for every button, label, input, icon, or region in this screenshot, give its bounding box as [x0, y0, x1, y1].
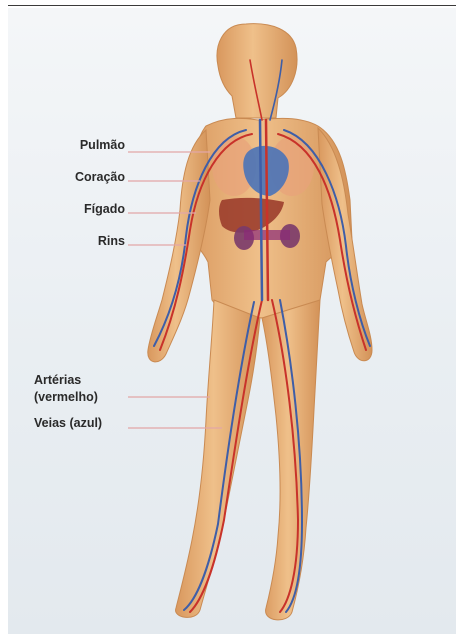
left-arm: [148, 130, 210, 362]
label-arteries: Artérias: [34, 373, 81, 388]
left-leg: [176, 300, 260, 617]
label-arteries-color: (vermelho): [34, 390, 98, 405]
head: [217, 24, 297, 118]
label-kidneys: Rins: [0, 234, 125, 249]
label-heart: Coração: [0, 170, 125, 185]
label-lung: Pulmão: [0, 138, 125, 153]
label-veins: Veias (azul): [34, 416, 102, 431]
label-liver: Fígado: [0, 202, 125, 217]
right-leg: [262, 300, 320, 620]
